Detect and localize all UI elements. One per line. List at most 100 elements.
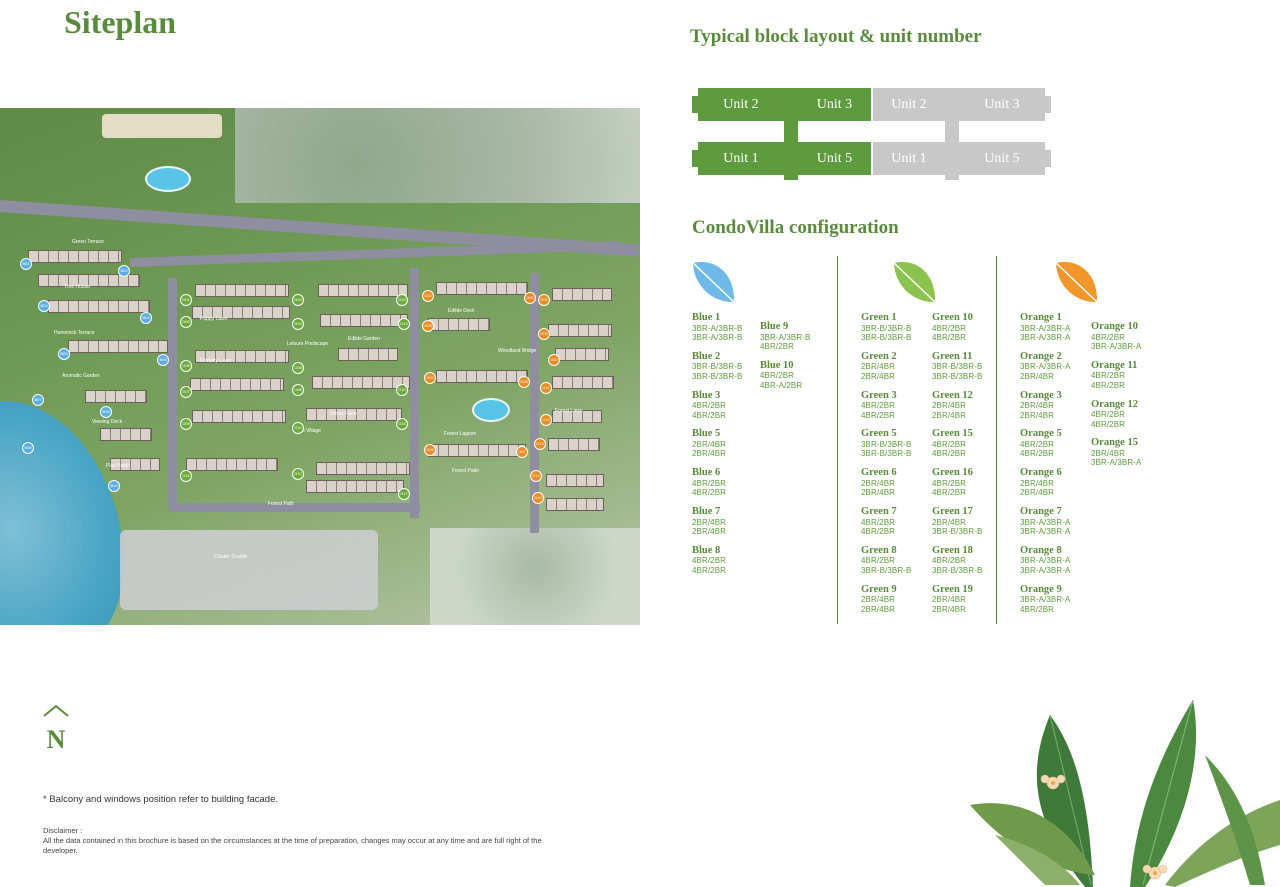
config-unit-mix: 3BR-A/3BR-A <box>1020 527 1071 536</box>
config-name: Green 12 <box>932 389 973 401</box>
config-unit-mix: 4BR/2BR <box>932 488 967 498</box>
unit-cell: Unit 1 <box>873 142 945 175</box>
config-unit-mix: 3BR-B/3BR-B <box>861 565 912 575</box>
terrace-block <box>190 378 284 391</box>
config-name: Green 19 <box>932 583 973 595</box>
terrace-block <box>546 498 604 511</box>
terrace-block <box>552 410 602 423</box>
map-label: Hummock Terrace <box>54 330 95 336</box>
terrace-block <box>192 410 286 423</box>
config-unit-mix: 2BR/4BR <box>861 604 896 614</box>
config-unit-mix: 4BR/2BR <box>1020 449 1055 459</box>
divider <box>837 256 838 624</box>
map-label: Urban Farm <box>330 411 357 417</box>
road <box>170 503 420 512</box>
terrace-block <box>428 444 526 457</box>
green-block-badge: G13 <box>396 294 408 306</box>
config-name: Green 15 <box>932 428 973 440</box>
green-block-badge: G14 <box>398 318 410 330</box>
terrace-block <box>68 340 168 353</box>
unit-cell: Unit 3 <box>959 88 1045 121</box>
terrace-block <box>546 474 604 487</box>
config-unit-mix: 2BR/4BR <box>1020 371 1055 381</box>
green-leaf-icon <box>893 262 936 303</box>
orange-leaf-icon <box>1055 262 1098 303</box>
map-label: Eco Village <box>296 428 321 434</box>
config-unit-mix: 3BR-B/3BR-B <box>861 449 912 459</box>
blue-block-badge: B07 <box>32 394 44 406</box>
map-label: Cluster Scarlet <box>214 554 247 560</box>
config-unit-mix: 3BR-B/3BR-B <box>932 565 983 575</box>
config-unit-mix: 2BR/4BR <box>692 449 727 459</box>
orange-block-badge: O06 <box>424 444 436 456</box>
orange-block-badge: O15 <box>532 492 544 504</box>
config-unit-mix: 3BR-A/3BR-A <box>1091 458 1142 468</box>
config-name: Blue 10 <box>760 359 794 371</box>
config-name: Orange 6 <box>1020 467 1062 479</box>
config-name: Green 11 <box>932 350 973 362</box>
config-name: Orange 11 <box>1091 359 1138 371</box>
layout-notch <box>945 88 959 180</box>
config-unit-mix: 2BR/4BR <box>861 478 896 488</box>
orange-block-badge: O12 <box>540 414 552 426</box>
config-unit-mix: 4BR/2BR <box>932 449 967 459</box>
disclaimer-title: Disclaimer : <box>43 826 83 835</box>
road <box>530 273 539 533</box>
blue-block-badge: B05 <box>58 348 70 360</box>
terrace-block <box>318 284 408 297</box>
blue-block-badge: B02 <box>118 265 130 277</box>
blue-block-badge: B06 <box>157 354 169 366</box>
terrace-block <box>548 438 600 451</box>
terrace-block <box>428 318 490 331</box>
config-unit-mix: 3BR-A/3BR-A <box>1020 323 1071 333</box>
layout-notch <box>784 88 798 180</box>
config-unit-mix: 2BR/4BR <box>1020 410 1055 420</box>
terrace-block <box>38 274 140 287</box>
terrace-block <box>555 348 609 361</box>
orange-block-badge: O01 <box>422 290 434 302</box>
config-name: Green 18 <box>932 544 973 556</box>
config-unit-mix: 3BR-A/3BR-A <box>1020 333 1071 342</box>
orange-block-badge: O14 <box>530 470 542 482</box>
orange-block-badge: O02 <box>524 292 536 304</box>
config-unit-mix: 4BR/2BR <box>692 488 727 498</box>
config-unit-mix: 3BR-A/3BR-B <box>692 333 743 342</box>
terrace-block <box>316 462 410 475</box>
config-unit-mix: 2BR/4BR <box>861 362 896 372</box>
config-name: Blue 9 <box>760 321 789 332</box>
config-unit-mix: 3BR-A/3BR-A <box>1020 595 1071 605</box>
config-unit-mix: 3BR-B/3BR-B <box>861 333 912 342</box>
config-name: Blue 6 <box>692 467 721 479</box>
terrace-block <box>28 250 122 263</box>
map-label: Woodland Bridge <box>498 348 537 354</box>
config-unit-mix: 2BR/4BR <box>692 517 727 527</box>
config-unit-mix: 3BR-A/3BR-B <box>760 332 811 342</box>
map-label: Leisure Poolscape <box>287 341 329 347</box>
config-unit-mix: 2BR/4BR <box>932 517 967 527</box>
config-unit-mix: 4BR/2BR <box>692 556 727 566</box>
green-block-badge: G06 <box>292 362 304 374</box>
config-name: Orange 12 <box>1091 398 1138 410</box>
map-label: Edible Garden <box>348 336 380 342</box>
config-name: Orange 9 <box>1020 583 1062 595</box>
config-unit-mix: 2BR/4BR <box>861 488 896 498</box>
map-label: Viewing Deck <box>92 419 123 425</box>
unit-cell: Unit 2 <box>873 88 945 121</box>
config-name: Blue 1 <box>692 312 721 323</box>
